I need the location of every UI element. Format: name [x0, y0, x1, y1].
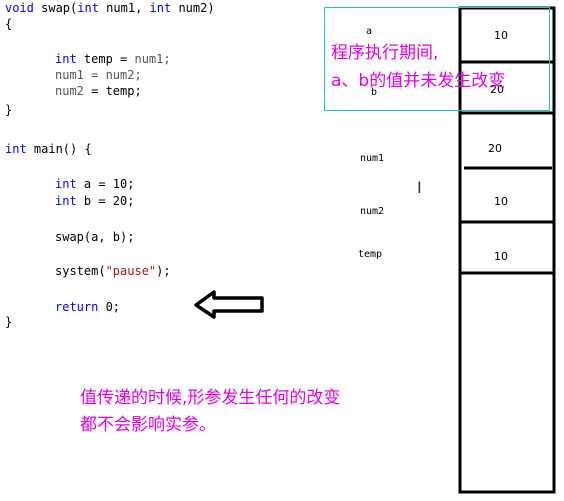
code-line-open-brace: {	[5, 17, 13, 31]
code-line-main: int main() {	[5, 142, 92, 156]
label-num1: num1	[360, 153, 385, 164]
label-temp: temp	[358, 249, 383, 260]
label-num2: num2	[360, 206, 385, 217]
code-line-num1-assign: num1 = num2;	[55, 68, 142, 82]
text-cursor-icon: I	[417, 178, 422, 197]
code-line-num2-assign: num2 = temp;	[55, 84, 142, 98]
value-num2: 10	[494, 195, 508, 208]
code-line-system: system("pause");	[55, 264, 171, 278]
note-top-line1: 程序执行期间,	[331, 43, 439, 63]
label-a: a	[366, 26, 373, 37]
value-temp: 10	[494, 250, 508, 263]
value-b: 20	[490, 83, 504, 96]
value-num1: 20	[488, 142, 502, 155]
code-line-main-close: }	[5, 315, 13, 329]
code-line-close-brace: }	[5, 103, 13, 117]
label-b: b	[371, 87, 378, 98]
code-line-int-b: int b = 20;	[55, 194, 135, 208]
value-a: 10	[494, 29, 508, 42]
code-line-temp: int temp = num1;	[55, 52, 171, 66]
memory-column	[458, 6, 556, 494]
note-box	[324, 7, 550, 111]
note-top-line2: a、b的值并未发生改变	[331, 71, 506, 91]
note-bottom-line2: 都不会影响实参。	[80, 415, 216, 435]
code-line-signature: void swap(int num1, int num2)	[5, 1, 215, 15]
code-line-swap-call: swap(a, b);	[55, 230, 135, 244]
arrow-left-icon	[194, 290, 264, 319]
code-line-int-a: int a = 10;	[55, 177, 135, 191]
note-bottom-line1: 值传递的时候,形参发生任何的改变	[80, 388, 341, 408]
code-line-return: return 0;	[55, 300, 121, 314]
